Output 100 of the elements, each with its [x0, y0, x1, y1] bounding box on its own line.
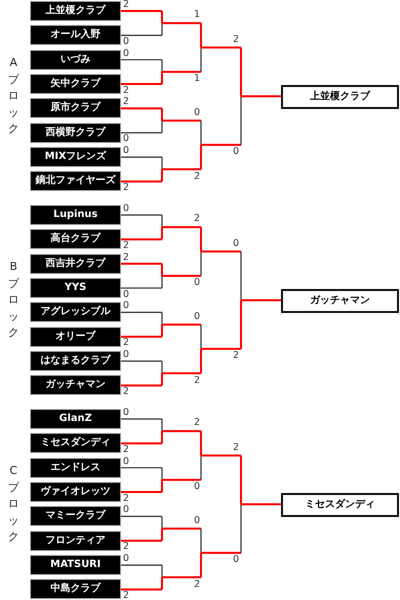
bracket-line [121, 227, 163, 240]
bracket-line [241, 299, 281, 302]
bracket-line [162, 456, 202, 481]
bracket-line [201, 250, 242, 300]
bracket-line [241, 503, 281, 506]
team-name: オール入野 [50, 29, 100, 42]
score: 1 [194, 10, 200, 20]
bracket-line [121, 564, 163, 578]
score: 2 [194, 214, 200, 224]
bracket-line [121, 156, 163, 170]
team-name: ヴァイオレッツ [40, 486, 110, 498]
team-name: 原市クラブ [50, 102, 100, 114]
bracket-line [121, 107, 163, 121]
score: 0 [123, 554, 130, 564]
champion-name: ガッチャマン [310, 295, 370, 308]
score: 2 [233, 35, 240, 45]
score: 0 [123, 134, 130, 144]
team-name: オリーブ [56, 330, 96, 343]
champion-box [281, 85, 399, 110]
team-name: フロンティア [46, 534, 106, 547]
score: 2 [233, 443, 240, 453]
team-box [30, 74, 121, 94]
score: 0 [123, 505, 130, 516]
score: 2 [123, 0, 130, 10]
team-name: 矢中クラブ [50, 78, 100, 90]
bracket-line [162, 120, 202, 145]
team-name: アグレッシブル [40, 306, 110, 318]
score: 2 [123, 338, 130, 348]
score: 0 [194, 108, 200, 118]
champion-box [281, 493, 399, 518]
team-box [30, 50, 121, 70]
team-name: エンドレス [50, 462, 100, 474]
bracket-line [121, 169, 163, 182]
bracket-line [121, 120, 163, 134]
score: 0 [123, 350, 130, 360]
team-name: 中島クラブ [50, 583, 100, 596]
bracket-line [201, 300, 242, 350]
score: 0 [194, 278, 200, 288]
score: 0 [233, 555, 240, 565]
score: 0 [123, 146, 130, 156]
champion-name: ミセスダンディ [305, 499, 375, 512]
team-box [30, 229, 121, 250]
score: 0 [123, 48, 130, 59]
block-label: Bブロック [7, 259, 20, 341]
team-box [30, 555, 121, 576]
team-name: YYS [64, 282, 86, 294]
team-box [30, 579, 121, 600]
team-name: MIXフレンズ [44, 151, 106, 164]
score: 2 [123, 252, 130, 263]
score: 2 [123, 542, 130, 552]
bracket-line [121, 59, 163, 72]
bracket-line [121, 324, 163, 338]
bracket-line [162, 430, 202, 456]
team-box [30, 482, 121, 502]
team-box [30, 458, 121, 478]
block-label: Cブロック [7, 463, 20, 545]
bracket-line [121, 360, 163, 374]
score: 2 [123, 590, 130, 600]
team-box [30, 302, 121, 322]
team-box [30, 278, 121, 298]
bracket-line [162, 22, 202, 48]
team-name: 鏑北ファイヤーズ [36, 175, 116, 188]
team-box [30, 122, 121, 143]
score: 0 [194, 482, 200, 492]
bracket-line [201, 46, 242, 96]
score: 0 [123, 408, 130, 418]
score: 2 [194, 376, 200, 386]
score: 2 [123, 97, 130, 108]
bracket-line [162, 552, 202, 578]
bracket-line [121, 431, 163, 444]
team-name: 高台クラブ [50, 233, 100, 246]
bracket-line [121, 10, 163, 24]
team-name: GlanZ [59, 413, 92, 425]
score: 2 [123, 494, 130, 504]
score: 0 [123, 301, 130, 312]
bracket-line [121, 528, 163, 542]
bracket-line [121, 214, 163, 228]
score: 0 [123, 36, 130, 47]
bracket-line [241, 95, 281, 98]
bracket-line [162, 252, 202, 277]
champion-name: 上並榎クラブ [310, 91, 370, 104]
team-name: ミセスダンディ [40, 437, 110, 450]
score: 0 [233, 239, 240, 249]
bracket-line [162, 144, 202, 170]
team-box [30, 205, 121, 225]
team-box [30, 98, 121, 118]
bracket-line [121, 418, 163, 432]
bracket-line [121, 276, 163, 289]
score: 2 [123, 444, 130, 455]
bracket-line [162, 528, 202, 553]
bracket-line [162, 324, 202, 349]
team-box [30, 254, 121, 274]
bracket-line [162, 48, 202, 73]
score: 0 [233, 147, 240, 157]
bracket-line [201, 454, 242, 504]
bracket-line [121, 577, 163, 590]
team-name: 西横野クラブ [46, 126, 106, 139]
score: 1 [194, 74, 200, 84]
score: 2 [194, 172, 200, 182]
team-box [30, 326, 121, 347]
